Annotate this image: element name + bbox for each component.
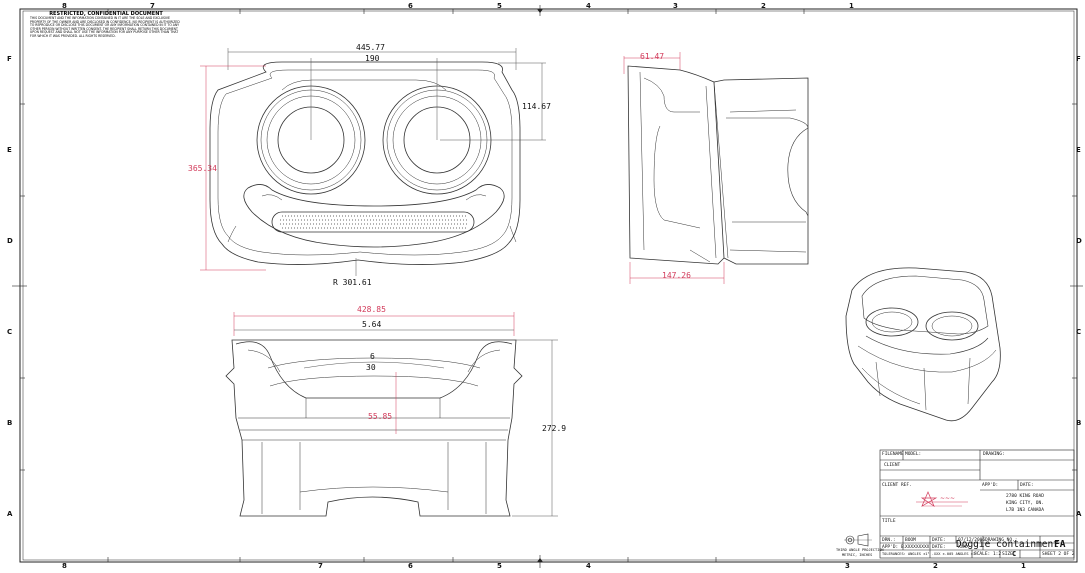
dim-front-width-red: 428.85 — [357, 305, 386, 314]
zone-top-6: 6 — [408, 2, 413, 10]
svg-text:~~~: ~~~ — [940, 495, 955, 502]
dim-front-radius: R 301.61 — [333, 278, 372, 287]
tb-units: METRIC, INCHES — [842, 553, 872, 557]
company-logo: ~~~ — [916, 492, 968, 506]
zone-bottom-6: 6 — [408, 562, 413, 570]
tb-model-label: MODEL: — [905, 452, 921, 457]
tb-drawing-label: DRAWING: — [983, 452, 1005, 457]
sheet-border — [20, 9, 1077, 562]
tb-date-label: DATE: — [1020, 483, 1034, 488]
row-right-a: A — [1076, 510, 1081, 518]
tb-filename-label: FILENAME — [882, 452, 904, 457]
zone-bottom-7: 7 — [318, 562, 323, 570]
zone-top-5: 5 — [497, 2, 502, 10]
row-right-d: D — [1076, 237, 1082, 245]
tb-drawing-title: Doggie containment — [956, 539, 1059, 550]
row-left-d: D — [7, 237, 13, 245]
zone-bottom-1: 1 — [1021, 562, 1026, 570]
tb-tolerances: TOLERANCES: ANGLES ±1° .XXX ±.005 ANGLES… — [882, 552, 977, 556]
zone-bottom-3: 3 — [845, 562, 850, 570]
tb-address-1: 2780 KING ROAD — [1006, 494, 1044, 499]
row-right-f: F — [1076, 55, 1081, 63]
row-right-c: C — [1076, 328, 1081, 336]
zone-top-3: 3 — [673, 2, 678, 10]
dim-top-depth: 365.34 — [188, 164, 217, 173]
tb-date-field: DATE: — [932, 538, 946, 543]
tb-address-3: L7B 1N3 CANADA — [1006, 508, 1044, 513]
zone-top-2: 2 — [761, 2, 766, 10]
tb-sheet: SHEET 2 OF 2 — [1042, 552, 1075, 557]
zone-top-1: 1 — [849, 2, 854, 10]
dim-front-width: 5.64 — [362, 320, 381, 329]
zone-bottom-2: 2 — [933, 562, 938, 570]
row-right-b: B — [1076, 419, 1081, 427]
confidential-notice: RESTRICTED, CONFIDENTIAL DOCUMENT THIS D… — [30, 11, 182, 47]
zone-top-8: 8 — [62, 2, 67, 10]
row-left-c: C — [7, 328, 12, 336]
front-view-dimensions — [234, 312, 558, 516]
tb-drn-label: DRN.: — [882, 538, 896, 543]
dim-bowl-offset: 114.67 — [522, 102, 551, 111]
top-view — [210, 62, 520, 265]
tb-address-2: KING CITY, ON. — [1006, 501, 1044, 506]
tb-client-label: CLIENT — [884, 463, 900, 468]
zone-top-4: 4 — [586, 2, 591, 10]
tb-client-ref-label: CLIENT REF. — [882, 483, 912, 488]
notice-body: THIS DOCUMENT AND THE INFORMATION CONTAI… — [30, 17, 182, 38]
tb-rev-code: FA — [1054, 539, 1065, 550]
tb-date2-label: DATE: — [932, 545, 946, 550]
row-left-e: E — [7, 146, 12, 154]
zone-bottom-5: 5 — [497, 562, 502, 570]
dim-inner-depth: 55.85 — [368, 412, 392, 421]
side-view — [628, 66, 808, 264]
row-left-f: F — [7, 55, 12, 63]
projection-symbol — [844, 534, 872, 546]
top-view-dimensions — [228, 48, 546, 276]
tb-appd-label: APP'D: — [982, 483, 998, 488]
zone-bottom-8: 8 — [62, 562, 67, 570]
zone-top-7: 7 — [150, 2, 155, 10]
tb-appd2-label: APP'D: B. — [882, 545, 906, 550]
side-view-dimensions — [624, 52, 724, 284]
dim-side-top: 61.47 — [640, 52, 664, 61]
dim-top-width: 445.77 — [356, 43, 385, 52]
row-left-a: A — [7, 510, 12, 518]
dim-side-bottom: 147.26 — [662, 271, 691, 280]
dim-bowl-spacing: 190 — [365, 54, 379, 63]
dim-draft-b: 30 — [366, 363, 376, 372]
tb-size-value: C — [1012, 550, 1016, 558]
tb-projection: THIRD ANGLE PROJECTION — [836, 548, 884, 552]
isometric-view — [846, 268, 1000, 421]
dim-height: 272.9 — [542, 424, 566, 433]
tb-title-label: TITLE — [882, 519, 896, 524]
tb-drn-value: BOOM — [905, 538, 916, 543]
tb-scale: SCALE: 1:2 — [974, 552, 1001, 557]
zone-bottom-4: 4 — [586, 562, 591, 570]
row-left-b: B — [7, 419, 12, 427]
tb-appd2-value: XXXXXXXXX — [905, 545, 929, 550]
dim-draft-a: 6 — [370, 352, 375, 361]
zone-ticks — [12, 5, 1083, 568]
row-right-e: E — [1076, 146, 1081, 154]
